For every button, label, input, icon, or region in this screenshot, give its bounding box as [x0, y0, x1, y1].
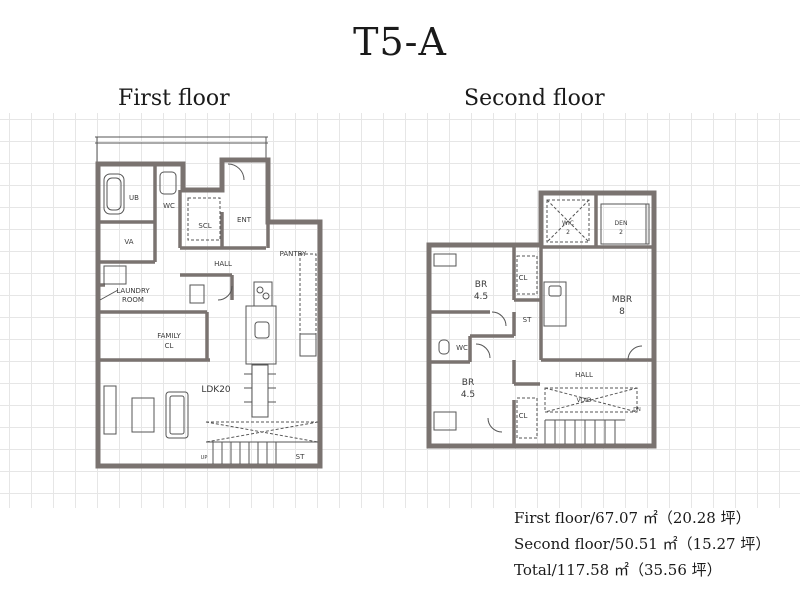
room-st-label: ST — [296, 453, 305, 461]
room-wc-label: WC — [163, 202, 175, 210]
total-area: Total/117.58 ㎡（35.56 坪） — [514, 561, 722, 579]
room-ub-label: UB — [129, 194, 139, 202]
second-floor-interior-walls — [431, 195, 652, 444]
room-void-label: VOID — [576, 397, 591, 404]
first-floor-label: First floor — [118, 86, 230, 111]
first-floor-interior-walls — [98, 166, 270, 362]
first-floor-area: First floor/67.07 ㎡（20.28 坪） — [514, 509, 751, 527]
room-scl-label: SCL — [198, 222, 211, 230]
room-mbr-size: 8 — [619, 307, 625, 317]
room-br-top-label: BR — [475, 280, 487, 290]
second-floor-fixtures — [433, 199, 650, 444]
room-laundry-label: LAUNDRY — [116, 287, 150, 295]
room-hall-label-2f: HALL — [575, 371, 593, 379]
room-pantry-label: PANTRY — [280, 250, 307, 258]
first-floor-exterior-walls — [95, 157, 323, 469]
first-floor-fixtures — [99, 163, 319, 464]
room-family-cl-label: CL — [165, 342, 174, 350]
room-ent-label: ENT — [237, 216, 252, 224]
first-floor-room-labels: UB WC SCL ENT VA HALL PANTRY LAUNDRY ROO… — [116, 194, 307, 461]
stair-down-label: DN — [633, 407, 641, 413]
room-cl-top-label: CL — [519, 274, 528, 282]
room-br-top-size: 4.5 — [474, 292, 488, 302]
room-br-bottom-size: 4.5 — [461, 390, 475, 400]
room-br-bottom-label: BR — [462, 378, 474, 388]
room-family-label: FAMILY — [157, 332, 181, 340]
second-floor-area: Second floor/50.51 ㎡（15.27 坪） — [514, 535, 771, 553]
first-floor-plan: UB WC SCL ENT VA HALL PANTRY LAUNDRY ROO… — [95, 136, 323, 469]
room-hall-label: HALL — [214, 260, 232, 268]
room-mbr-label: MBR — [612, 295, 632, 305]
second-floor-exterior-walls — [426, 190, 657, 449]
room-laundry-room-label: ROOM — [122, 296, 144, 304]
room-wic-label: WIC — [562, 220, 574, 227]
second-floor-plan: WIC 2 DEN 2 BR 4.5 CL MBR 8 ST WC HALL B… — [426, 190, 657, 449]
room-wic-size: 2 — [566, 229, 570, 236]
second-floor-label: Second floor — [464, 86, 605, 111]
room-va-label: VA — [124, 238, 133, 246]
room-den-size: 2 — [619, 229, 623, 236]
room-wc-label-2f: WC — [456, 344, 468, 352]
room-cl-bottom-label: CL — [519, 412, 528, 420]
room-den-label: DEN — [615, 220, 628, 227]
room-st-label-2f: ST — [523, 316, 532, 324]
deck — [95, 136, 268, 162]
stair-up-label: UP — [201, 455, 208, 461]
plan-title: T5-A — [353, 20, 447, 64]
room-ldk-label: LDK20 — [201, 385, 231, 395]
second-floor-room-labels: WIC 2 DEN 2 BR 4.5 CL MBR 8 ST WC HALL B… — [456, 220, 641, 420]
